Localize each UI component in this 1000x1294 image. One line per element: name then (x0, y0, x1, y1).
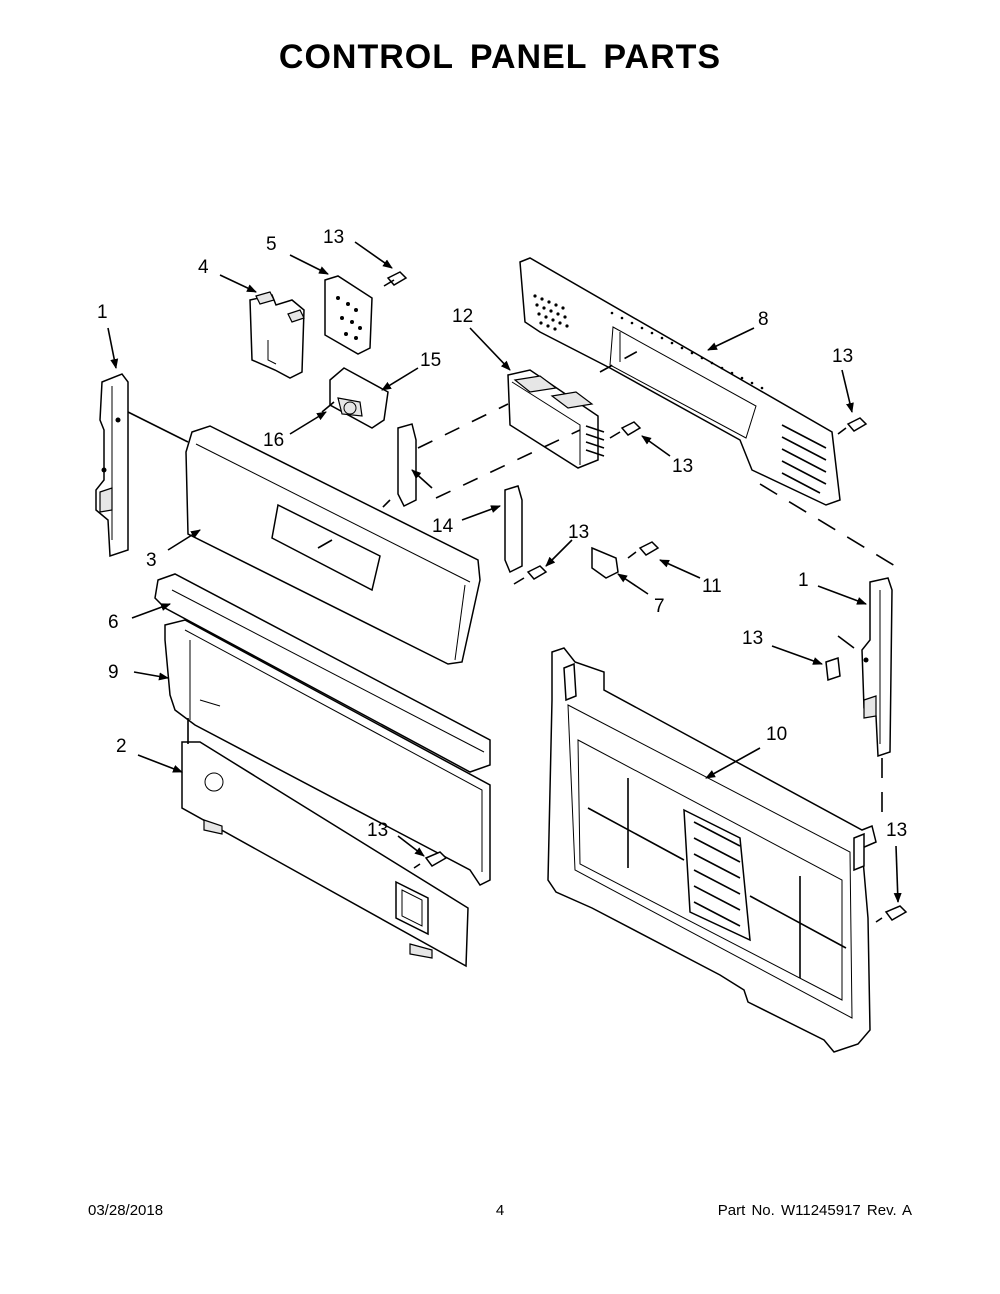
callout-5: 5 (266, 234, 277, 255)
footer-part-number: Part No. W11245917 Rev. A (717, 1202, 912, 1219)
screw-13-right-b (875, 905, 908, 923)
callout-13-top: 13 (323, 227, 344, 248)
part-3-console (185, 425, 481, 665)
screw-13-mid (513, 565, 548, 585)
callout-13-lower: 13 (367, 820, 388, 841)
callout-3: 3 (146, 550, 157, 571)
part-6-trim (154, 573, 491, 773)
vent-holes-8 (533, 294, 764, 390)
callout-arrows (107, 241, 902, 903)
callout-13-bottom-right: 13 (886, 820, 907, 841)
footer-date: 03/28/2018 (88, 1202, 164, 1219)
screw-13-lower (413, 851, 448, 869)
callout-15: 15 (420, 350, 441, 371)
part-4-bracket (249, 291, 305, 379)
part-2-lower-panel (181, 741, 469, 968)
footer-page-number: 4 (495, 1202, 505, 1219)
part-14-bracket-b (504, 485, 523, 574)
callout-10: 10 (766, 724, 787, 745)
screw-13-module (609, 421, 642, 439)
callout-13-mid: 13 (568, 522, 589, 543)
page-title: CONTROL PANEL PARTS (278, 38, 722, 76)
callout-13-module: 13 (672, 456, 693, 477)
part-1-left-bracket (95, 373, 129, 558)
part-5-board (324, 275, 373, 355)
callout-11: 11 (702, 576, 722, 597)
screw-13-panel8 (837, 417, 868, 435)
part-12-module (507, 369, 605, 469)
part-7-clip (591, 546, 619, 579)
callout-14: 14 (432, 516, 454, 537)
callout-7: 7 (654, 596, 665, 617)
callout-6: 6 (108, 612, 119, 633)
part-8-rear-panel (519, 257, 841, 506)
callout-8: 8 (758, 309, 769, 330)
callout-13-panel8: 13 (832, 346, 853, 367)
screw-11 (627, 541, 660, 559)
screw-13-top (383, 271, 408, 287)
part-14-bracket-a (397, 423, 417, 508)
callout-9: 9 (108, 662, 119, 683)
callout-1-left: 1 (97, 302, 108, 323)
callout-13-right: 13 (742, 628, 763, 649)
callout-12: 12 (452, 306, 473, 327)
part-15-16-switch (321, 367, 389, 429)
callout-1-right: 1 (798, 570, 809, 591)
callout-16: 16 (263, 430, 284, 451)
assembly-lines (127, 349, 906, 820)
screw-13-right-a (825, 656, 841, 682)
part-1-right-bracket (861, 577, 893, 758)
callout-labels: 1 4 5 13 12 8 13 15 16 13 3 14 13 11 7 1… (97, 227, 907, 841)
callout-2: 2 (116, 736, 127, 757)
callout-4: 4 (198, 257, 209, 278)
part-10-back-panel (547, 647, 877, 1053)
